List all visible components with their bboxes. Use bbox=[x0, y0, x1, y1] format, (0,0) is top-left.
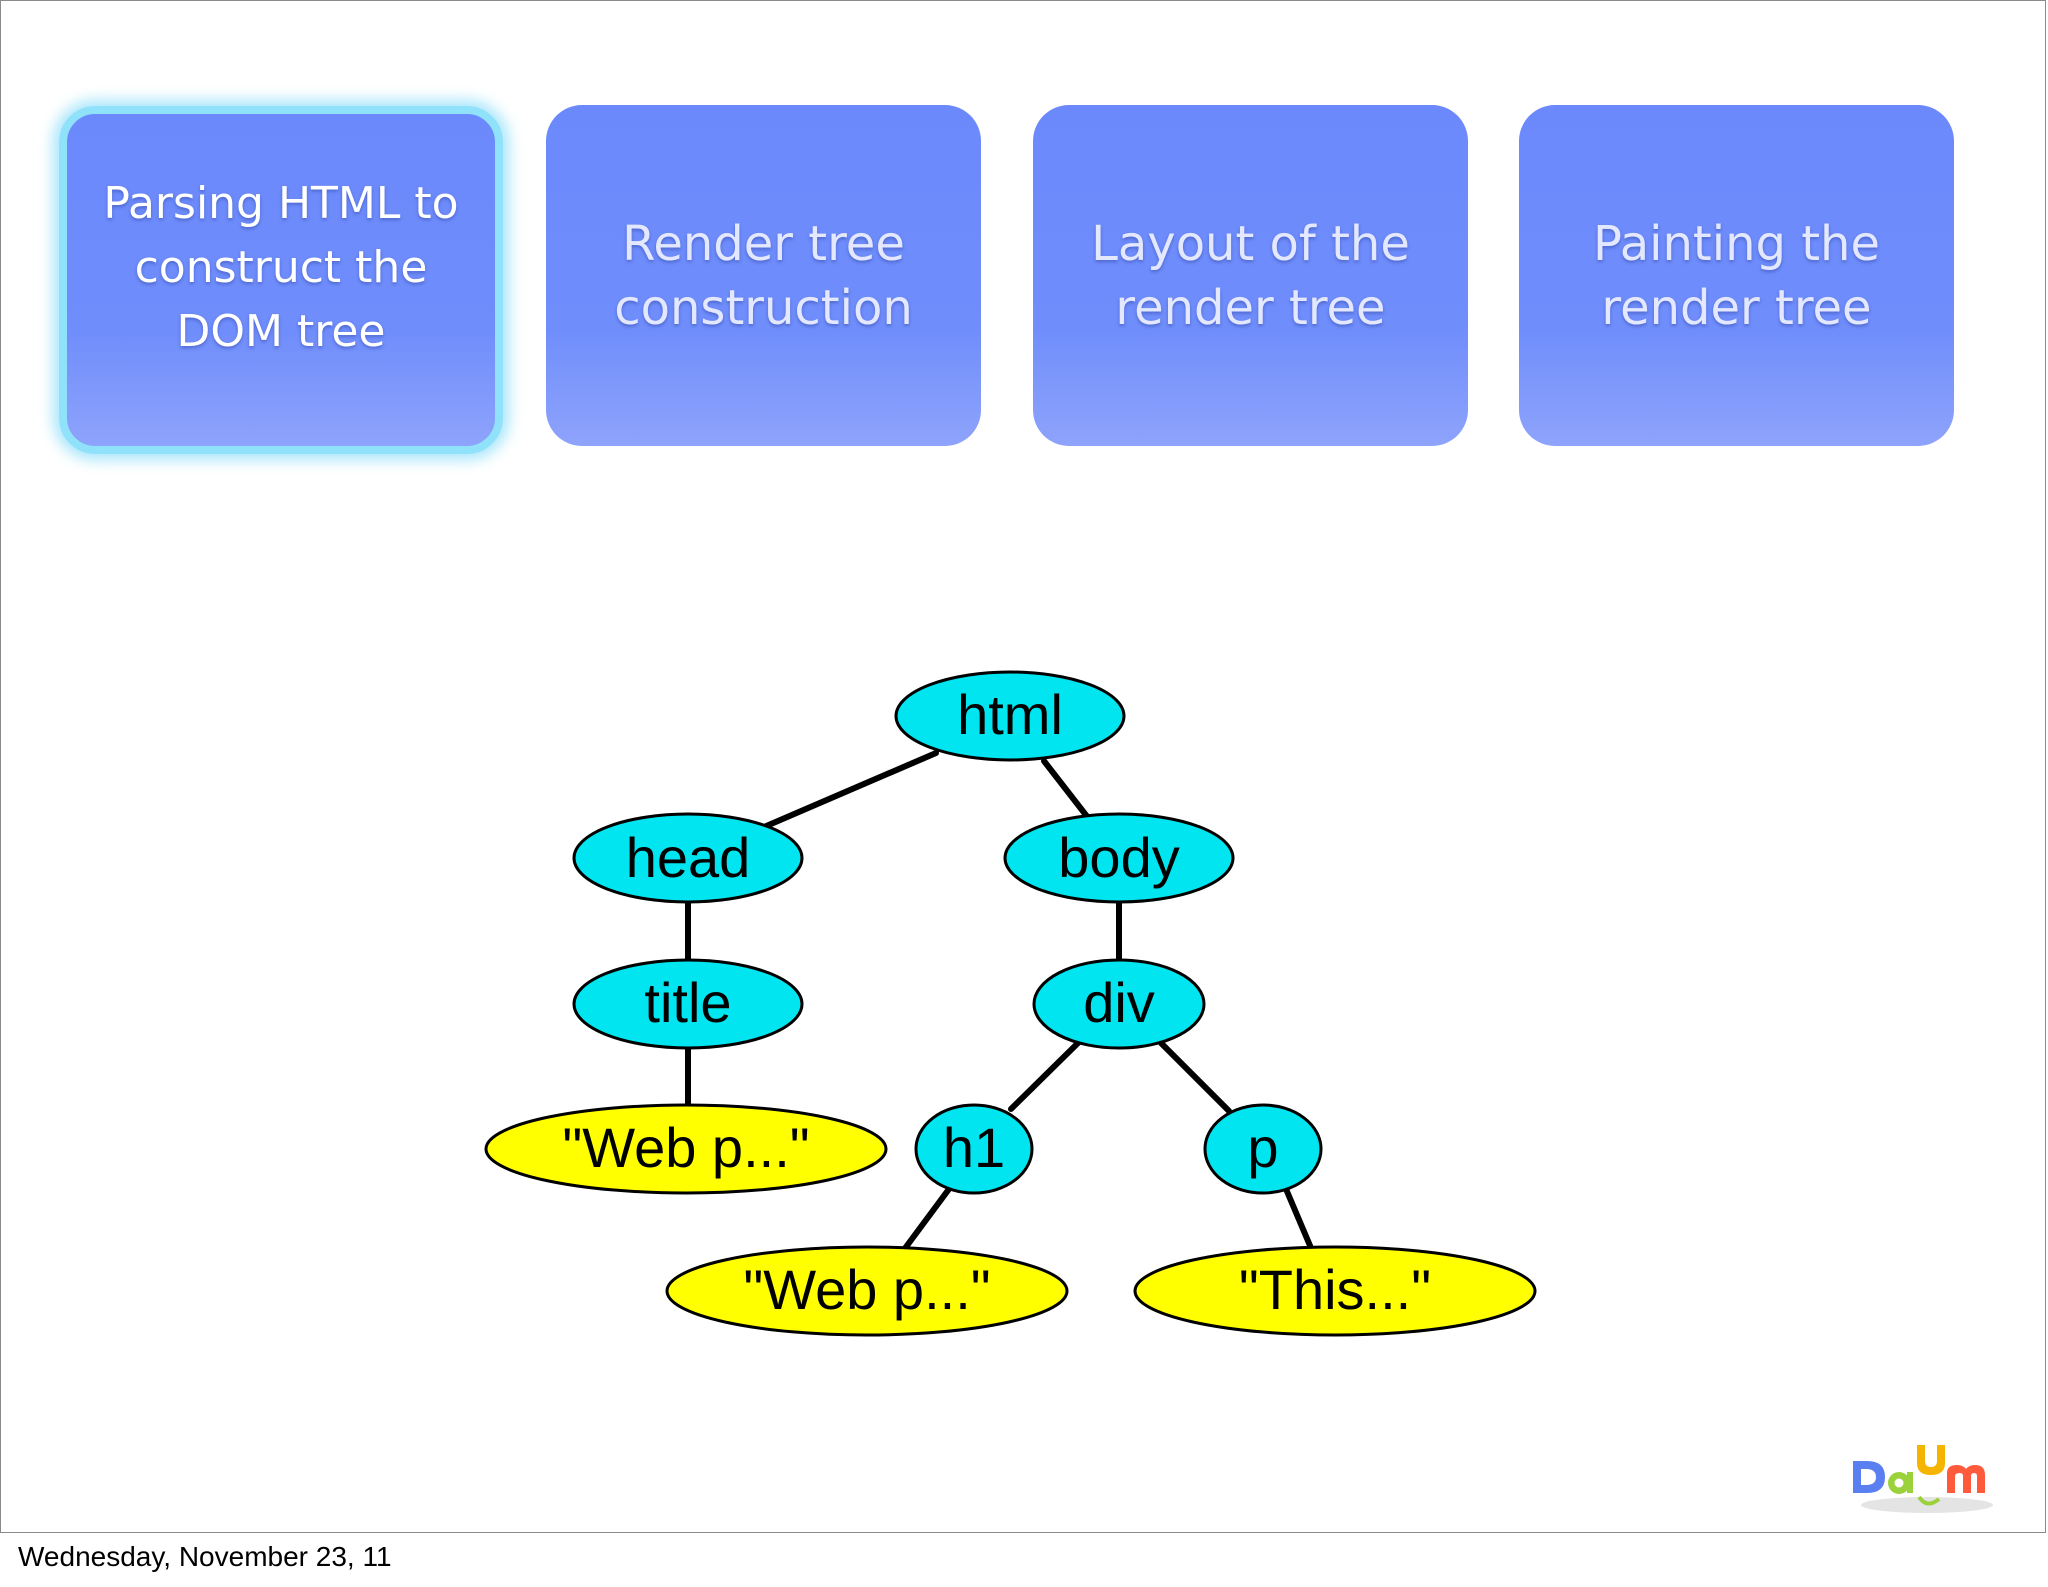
tree-node-head: head bbox=[572, 812, 804, 904]
tree-node-head-label: head bbox=[626, 826, 751, 889]
tree-node-div-label: div bbox=[1083, 971, 1155, 1034]
tree-node-h1: h1 bbox=[914, 1103, 1034, 1195]
edge-h1-text bbox=[900, 1186, 952, 1254]
edge-div-h1 bbox=[1008, 1040, 1081, 1112]
slide: Parsing HTML to construct the DOM tree R… bbox=[0, 0, 2046, 1533]
tree-node-body-label: body bbox=[1058, 826, 1179, 889]
tree-node-text-p-label: "This..." bbox=[1239, 1258, 1431, 1321]
step-render-tree-construction-label: Render tree construction bbox=[614, 215, 913, 336]
edge-html-body bbox=[1041, 758, 1092, 822]
step-painting-render-tree-label: Painting the render tree bbox=[1592, 215, 1881, 336]
tree-node-text-h1: "Web p..." bbox=[665, 1245, 1069, 1337]
dom-tree-diagram: html head body title div "Web p..." h1 bbox=[484, 670, 1537, 1337]
tree-node-text-title-label: "Web p..." bbox=[562, 1116, 809, 1179]
tree-edges bbox=[685, 750, 1314, 1254]
edge-html-head bbox=[761, 750, 939, 830]
step-parsing-html[interactable]: Parsing HTML to construct the DOM tree bbox=[59, 106, 503, 454]
tree-node-p-label: p bbox=[1247, 1116, 1278, 1179]
daum-logo bbox=[1853, 1445, 1993, 1513]
footer-date: Wednesday, November 23, 11 bbox=[18, 1541, 392, 1572]
tree-node-h1-label: h1 bbox=[943, 1116, 1005, 1179]
tree-node-html: html bbox=[894, 670, 1126, 762]
tree-node-html-label: html bbox=[957, 683, 1063, 746]
tree-node-text-p: "This..." bbox=[1133, 1245, 1537, 1337]
tree-node-div: div bbox=[1032, 958, 1206, 1050]
step-painting-render-tree[interactable]: Painting the render tree bbox=[1519, 105, 1954, 446]
tree-node-title: title bbox=[572, 958, 804, 1050]
edge-div-p bbox=[1158, 1040, 1232, 1114]
step-layout-render-tree[interactable]: Layout of the render tree bbox=[1033, 105, 1468, 446]
step-layout-render-tree-label: Layout of the render tree bbox=[1091, 215, 1410, 336]
tree-node-body: body bbox=[1003, 812, 1235, 904]
tree-node-text-title: "Web p..." bbox=[484, 1103, 888, 1195]
step-parsing-html-label: Parsing HTML to construct the DOM tree bbox=[103, 178, 459, 357]
tree-node-title-label: title bbox=[644, 971, 731, 1034]
step-render-tree-construction[interactable]: Render tree construction bbox=[546, 105, 981, 446]
tree-node-p: p bbox=[1203, 1103, 1323, 1195]
edge-p-text bbox=[1283, 1186, 1314, 1251]
tree-node-text-h1-label: "Web p..." bbox=[743, 1258, 990, 1321]
